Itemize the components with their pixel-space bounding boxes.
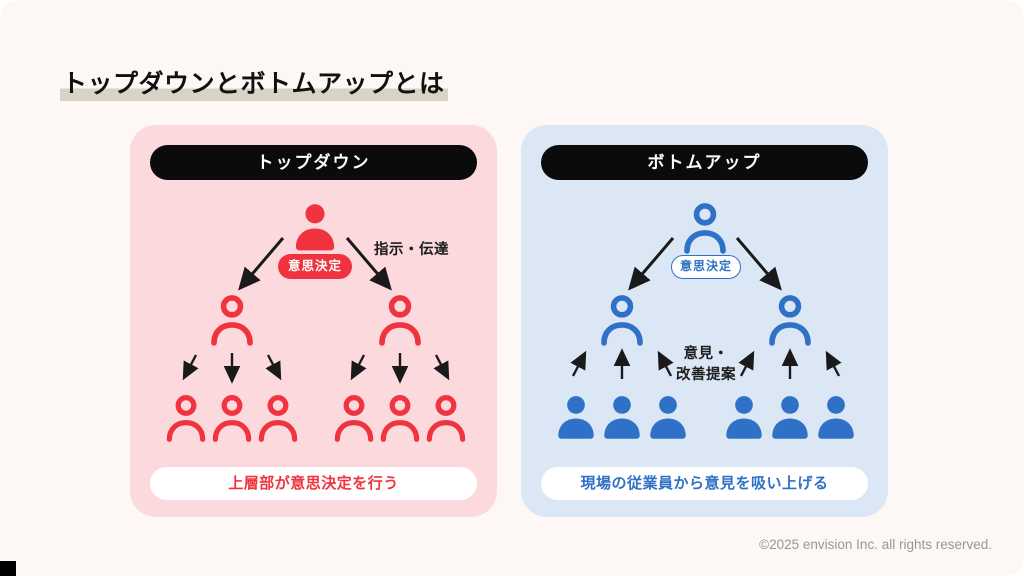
page-title: トップダウンとボトムアップとは [60, 64, 448, 101]
person-filled-icon [719, 394, 769, 444]
person-outline-icon [678, 202, 732, 256]
arrow-down-left-icon [238, 237, 285, 291]
topdown-panel: トップダウン 意思決定 指示・伝達 上層部が意思決定を行う [130, 125, 497, 517]
page-title-text: トップダウンとボトムアップとは [60, 70, 448, 101]
opinion-label-line2: 改善提案 [676, 367, 736, 384]
decision-badge: 意思決定 [671, 255, 741, 279]
person-outline-icon [253, 394, 303, 444]
arrow-down-left-icon [350, 354, 367, 381]
person-outline-icon [205, 294, 259, 348]
arrow-up-right-icon [570, 350, 587, 377]
person-filled-icon [597, 394, 647, 444]
bottomup-caption-pill: 現場の従業員から意見を吸い上げる [541, 467, 868, 500]
person-outline-icon [329, 394, 379, 444]
opinion-label-line1: 意見・ [683, 346, 729, 362]
topdown-caption-pill: 上層部が意思決定を行う [150, 467, 477, 500]
person-filled-icon [551, 394, 601, 444]
person-outline-icon [595, 294, 649, 348]
person-outline-icon [421, 394, 471, 444]
arrow-down-right-icon [735, 237, 782, 291]
arrow-down-left-icon [628, 237, 675, 291]
bottomup-header-pill: ボトムアップ [541, 145, 868, 180]
person-outline-icon [375, 394, 425, 444]
arrow-down-right-icon [265, 354, 282, 381]
copyright-text: ©2025 envision Inc. all rights reserved. [759, 537, 992, 552]
topdown-header-pill: トップダウン [150, 145, 477, 180]
topdown-flow-arrows [182, 237, 450, 384]
person-filled-icon [288, 202, 342, 256]
person-outline-icon [207, 394, 257, 444]
decision-badge: 意思決定 [278, 254, 352, 279]
person-outline-icon [161, 394, 211, 444]
person-filled-icon [643, 394, 693, 444]
arrow-down-right-icon [433, 354, 450, 381]
opinion-label: 意見・ 改善提案 [669, 344, 743, 386]
bottomup-panel: ボトムアップ 意思決定 意見・ 改善提案 現場の従業員から意見を吸い上げる [521, 125, 888, 517]
corner-artifact [0, 561, 16, 576]
person-filled-icon [765, 394, 815, 444]
bottomup-flow-arrows [570, 237, 842, 379]
person-filled-icon [811, 394, 861, 444]
instruction-label: 指示・伝達 [374, 242, 449, 258]
person-outline-icon [763, 294, 817, 348]
arrow-up-left-icon [825, 350, 842, 377]
person-outline-icon [373, 294, 427, 348]
arrow-down-left-icon [182, 354, 199, 381]
